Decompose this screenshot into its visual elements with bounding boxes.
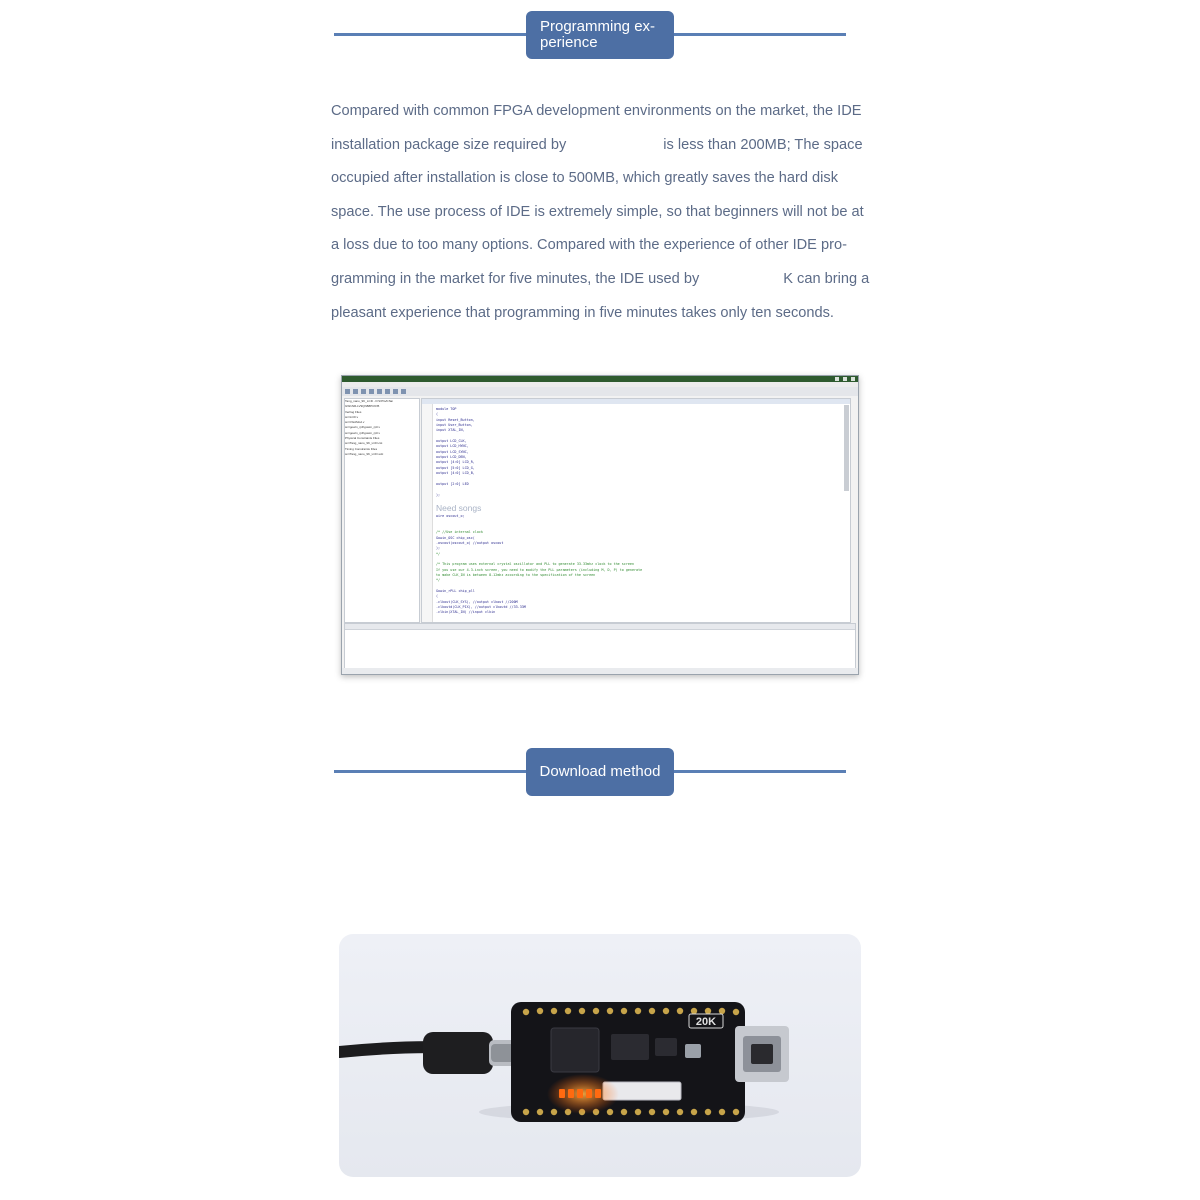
intro-paragraph: Compared with common FPGA development en… <box>331 95 871 330</box>
section-title-download: Download method <box>526 748 674 796</box>
editor-tabstrip <box>422 399 850 404</box>
program-device-icon <box>401 389 406 394</box>
code-area: module TOP( input Reset_Button, input Us… <box>436 407 842 616</box>
code-line: output [4:0] LCD_R, <box>436 460 475 465</box>
tree-item: src\Tang_nano_9K_LCD.sdc <box>345 451 384 456</box>
fpga-chip <box>550 1027 600 1073</box>
section-header-programming: Programming ex- perience <box>334 11 846 59</box>
synthesize-icon <box>385 389 390 394</box>
console-tabbar <box>345 624 855 630</box>
paragraph-fragment: gramming in the market for five minutes,… <box>331 270 700 287</box>
open-icon <box>353 389 358 394</box>
tree-item: src\LCD.v <box>345 414 359 419</box>
ide-toolbar <box>342 387 858 396</box>
board-label: 20K <box>696 1016 716 1028</box>
code-line: ); <box>436 492 441 497</box>
line-number-gutter <box>422 404 433 622</box>
tree-item: src\Tang_nano_9K_LCD.cst <box>345 441 383 446</box>
tree-item: src\VGAMod.v <box>345 420 365 425</box>
undo-icon <box>369 389 374 394</box>
close-icon <box>851 377 855 381</box>
paragraph-fragment: installation package size required by <box>331 136 567 153</box>
code-line: wire oscout_o; <box>436 514 465 519</box>
watermark-text: Need songs <box>436 503 482 514</box>
pin-headers <box>522 1007 740 1116</box>
ide-statusbar <box>342 668 858 674</box>
code-line: */ <box>436 578 441 583</box>
redo-icon <box>377 389 382 394</box>
code-line: If you use our 4.3-inch screen, you need… <box>436 567 643 572</box>
code-line: ( <box>436 594 439 599</box>
section-title-text: Download method <box>539 763 661 780</box>
code-line: Gowin_rPLL chip_pll <box>436 589 475 593</box>
code-line: input XTAL_IN, <box>436 428 465 433</box>
led-row <box>559 1089 601 1098</box>
board-label-frame <box>688 1013 724 1029</box>
code-line: output [5:0] LCD_G, <box>436 465 475 470</box>
code-line: to make CLK_IN is between 8-12mhz accord… <box>436 572 596 577</box>
fpga-board-photo: 20K <box>339 934 861 1177</box>
tree-item: Physical Constraints Files <box>345 436 380 441</box>
user-button <box>685 1044 701 1058</box>
paragraph-line: gramming in the market for five minutes,… <box>331 263 871 297</box>
code-line: output LCD_CLK, <box>436 439 467 444</box>
window-controls <box>835 376 855 382</box>
regulator-chip <box>655 1038 677 1056</box>
code-line: ( <box>436 412 439 417</box>
new-file-icon <box>345 389 350 394</box>
paragraph-fragment: K can bring a <box>783 270 870 287</box>
section-header-download: Download method <box>334 748 846 796</box>
maximize-icon <box>843 377 847 381</box>
usb-plug-housing <box>423 1032 493 1074</box>
code-line: input Reset_Button, <box>436 417 475 422</box>
code-line: .clkoutd(CLK_PIX), //output clkoutd //33… <box>436 605 526 610</box>
save-icon <box>361 389 366 394</box>
board-illustration: 20K <box>339 1002 789 1122</box>
code-line: .clkout(CLK_SYS), //output clkout //200M <box>436 599 518 604</box>
code-line: .oscout(oscout_o) //output oscout <box>436 540 504 545</box>
code-line: output LCD_HYNC, <box>436 444 469 449</box>
paragraph-line: installation package size required by is … <box>331 129 871 163</box>
paragraph-line: occupied after installation is close to … <box>331 170 838 187</box>
flash-chip <box>611 1034 649 1060</box>
paragraph-fragment: is less than 200MB; The space <box>663 136 863 153</box>
tree-item: Timing Constraints Files <box>345 446 378 451</box>
code-line: ); <box>436 546 441 551</box>
section-title-text: Programming ex- perience <box>540 18 656 51</box>
paragraph-line: Compared with common FPGA development en… <box>331 103 862 119</box>
section-title-programming: Programming ex- perience <box>526 11 674 59</box>
paragraph-line: a loss due to too many options. Compared… <box>331 237 847 254</box>
code-line: input User_Button, <box>436 423 473 428</box>
paragraph-line: space. The use process of IDE is extreme… <box>331 203 864 220</box>
tree-item: GW1NR-LV9QN88PC6/I5 <box>345 404 380 409</box>
place-route-icon <box>393 389 398 394</box>
paragraph-line: pleasant experience that programming in … <box>331 304 834 321</box>
code-line: .clkin(XTAL_IN) //input clkin <box>436 610 496 615</box>
editor-scrollbar <box>844 405 849 491</box>
code-line: */ <box>436 551 441 556</box>
minimize-icon <box>835 377 839 381</box>
code-line: /* //Use internal clock <box>436 530 483 535</box>
ide-menubar <box>342 382 858 387</box>
tree-item: Tang_nano_9K_LCD - D:\FPGA\Tan <box>345 399 394 403</box>
ide-console-panel <box>344 623 856 671</box>
tree-item: src\gowin_rpll\gowin_rpll.v <box>345 425 381 430</box>
code-line: /* This program uses external crystal os… <box>436 562 635 567</box>
ide-screenshot: Tang_nano_9K_LCD - D:\FPGA\Tan GW1NR-LV9… <box>341 375 859 675</box>
ide-titlebar <box>342 376 858 382</box>
tree-item: Verilog Files <box>345 409 362 414</box>
code-line: output [4:0] LCD_B, <box>436 471 475 476</box>
ide-code-editor: module TOP( input Reset_Button, input Us… <box>421 398 851 623</box>
code-line: module TOP <box>436 407 457 411</box>
ide-design-tree: Tang_nano_9K_LCD - D:\FPGA\Tan GW1NR-LV9… <box>344 398 420 623</box>
hdmi-port-opening <box>751 1044 773 1064</box>
code-line: output [2:0] LED <box>436 481 469 486</box>
code-line: output LCD_DEN, <box>436 455 467 460</box>
code-line: output LCD_SYNC, <box>436 449 469 454</box>
tree-item: src\gowin_rpll\gowin_rpll.v <box>345 430 381 435</box>
code-line: Gowin_OSC chip_osc( <box>436 535 475 540</box>
